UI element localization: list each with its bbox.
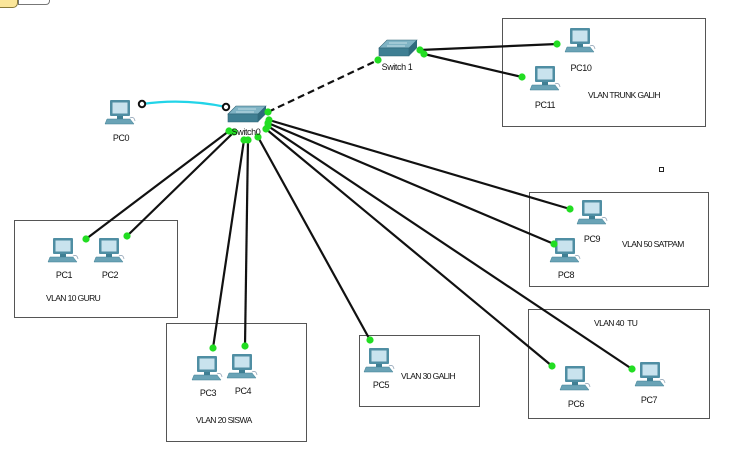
- toolbar-tab-fragment: [18, 0, 50, 5]
- pc7-label: PC7: [640, 395, 658, 405]
- note-icon[interactable]: [0, 0, 18, 8]
- vlan-box-40: [528, 309, 710, 419]
- pc6-label: PC6: [567, 399, 585, 409]
- selection-handle[interactable]: [659, 167, 664, 172]
- pc4-label: PC4: [234, 386, 252, 396]
- vlan-20-label: VLAN 20 SISWA: [196, 415, 252, 425]
- vlan-box-20: [166, 323, 307, 442]
- pc3-icon[interactable]: [191, 356, 223, 381]
- link-switch0-switch1[interactable]: [267, 59, 379, 113]
- link-light-switch0-pc2-1: [123, 232, 131, 240]
- pc7-icon[interactable]: [634, 362, 666, 387]
- link-light-switch0-pc5-1: [366, 336, 374, 344]
- link-switch1-pc10[interactable]: [419, 42, 558, 52]
- vlan-trunk-label: VLAN TRUNK GALIH: [588, 90, 661, 100]
- link-switch0-pc6[interactable]: [265, 128, 553, 367]
- pc5-label: PC5: [372, 380, 390, 390]
- pc10-icon[interactable]: [564, 28, 596, 53]
- pc11-label: PC11: [534, 100, 556, 110]
- pc6-icon[interactable]: [559, 366, 591, 391]
- link-light-switch1-pc11-0: [420, 50, 428, 58]
- link-switch0-pc3[interactable]: [211, 139, 246, 349]
- link-switch0-pc5[interactable]: [257, 136, 371, 341]
- pc0-label: PC0: [112, 133, 130, 143]
- link-light-switch1-pc10-1: [553, 40, 561, 48]
- link-light-switch0-switch1-0: [264, 108, 272, 116]
- switch0-icon[interactable]: [227, 105, 267, 123]
- link-light-switch0-pc5-0: [254, 133, 262, 141]
- link-switch0-pc8[interactable]: [267, 121, 555, 246]
- pc2-label: PC2: [101, 270, 119, 280]
- pc1-label: PC1: [55, 270, 73, 280]
- vlan-box-trunk: [502, 18, 706, 127]
- pc4-icon[interactable]: [226, 354, 258, 379]
- vlan-40-label: VLAN 40 TU: [594, 318, 638, 328]
- link-light-switch0-pc6-1: [548, 362, 556, 370]
- pc11-icon[interactable]: [529, 66, 561, 91]
- link-light-switch0-pc2-0: [230, 128, 238, 136]
- link-port-down-switch0-pc0-1: [137, 99, 147, 109]
- link-light-switch0-switch1-1: [374, 56, 382, 64]
- switch1-label: Switch 1: [381, 62, 413, 72]
- vlan-box-10: [14, 220, 178, 318]
- pc9-label: PC9: [583, 234, 601, 244]
- pc5-icon[interactable]: [363, 348, 395, 373]
- pc2-icon[interactable]: [93, 238, 125, 263]
- vlan-50-label: VLAN 50 SATPAM: [622, 239, 684, 249]
- pc8-icon[interactable]: [549, 238, 581, 263]
- link-light-switch0-pc4-1: [241, 342, 249, 350]
- link-switch1-pc11[interactable]: [423, 52, 523, 79]
- link-light-switch0-pc9-1: [566, 205, 574, 213]
- link-light-switch0-pc7-1: [628, 365, 636, 373]
- link-light-switch0-pc1-1: [82, 235, 90, 243]
- link-light-switch1-pc11-1: [518, 73, 526, 81]
- link-switch0-pc9[interactable]: [268, 118, 571, 211]
- pc8-label: PC8: [557, 270, 575, 280]
- vlan-30-label: VLAN 30 GALIH: [401, 371, 456, 381]
- link-light-switch0-pc4-0: [244, 136, 252, 144]
- link-switch0-pc4[interactable]: [243, 139, 250, 347]
- vlan-10-label: VLAN 10 GURU: [46, 293, 101, 303]
- link-switch0-pc2[interactable]: [126, 131, 235, 237]
- pc10-label: PC10: [570, 63, 592, 73]
- switch0-label: Switch0: [231, 127, 261, 137]
- link-switch0-pc1[interactable]: [85, 130, 230, 240]
- link-port-down-switch0-pc0-0: [221, 102, 231, 112]
- link-light-switch0-pc9-0: [265, 116, 273, 124]
- switch1-icon[interactable]: [378, 39, 418, 57]
- pc3-label: PC3: [199, 388, 217, 398]
- link-light-switch0-pc8-1: [550, 240, 558, 248]
- pc1-icon[interactable]: [47, 238, 79, 263]
- link-switch0-pc0[interactable]: [141, 100, 227, 109]
- link-switch0-pc7[interactable]: [267, 125, 633, 370]
- link-light-switch0-pc3-1: [209, 344, 217, 352]
- pc0-icon[interactable]: [104, 100, 136, 125]
- pc9-icon[interactable]: [576, 200, 608, 225]
